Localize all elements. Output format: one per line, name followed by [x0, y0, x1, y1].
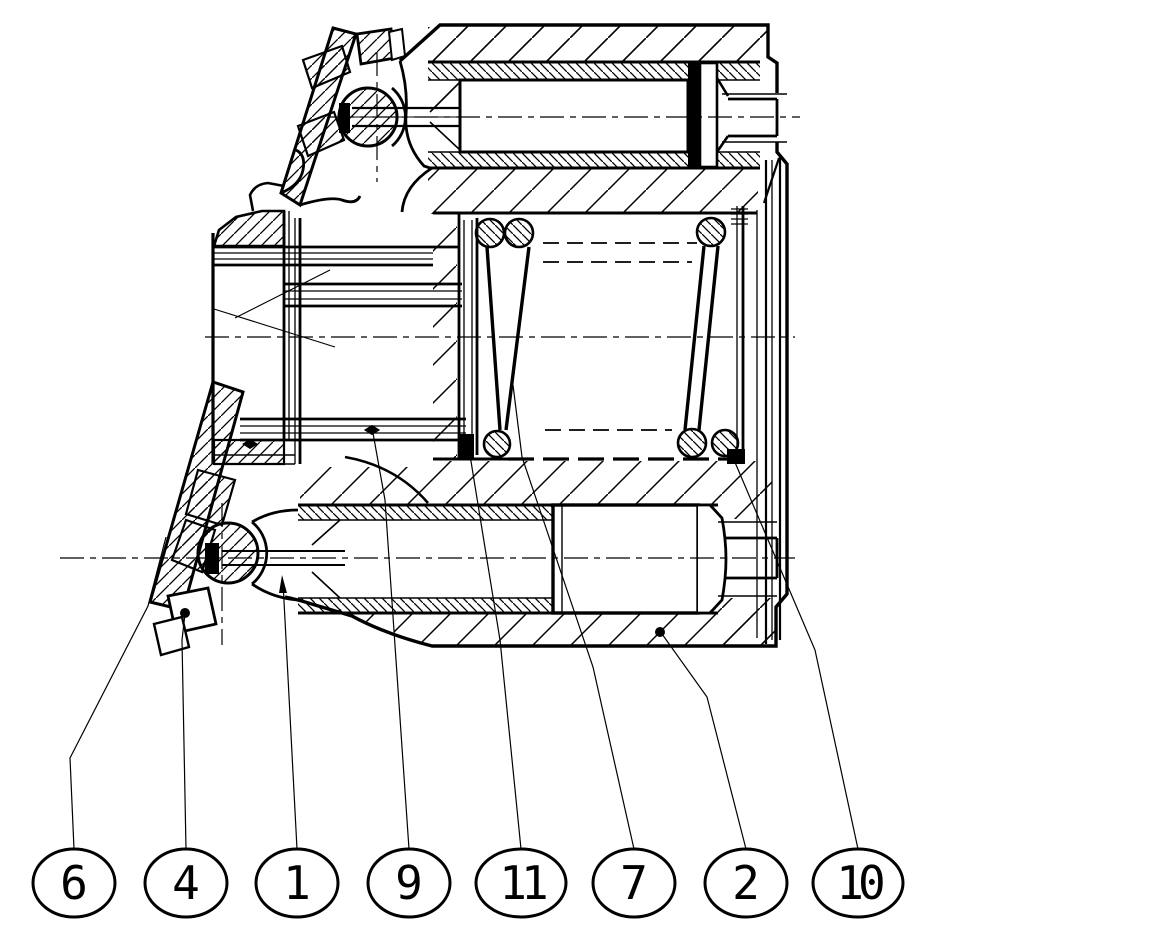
balloon-7: [591, 847, 677, 919]
centerlines: [60, 52, 800, 645]
balloon-number-6: 6: [60, 856, 88, 910]
callout-6: 6: [31, 536, 167, 919]
lower-piston-assembly: [205, 503, 779, 615]
leader-pin-9: [364, 425, 380, 435]
cylinder-block: [211, 181, 466, 466]
callout-9: 9: [364, 425, 452, 919]
balloon-number-9: 9: [395, 856, 423, 910]
top-piston-assembly: [339, 61, 787, 169]
leader-line-6: [69, 536, 167, 850]
leader-arrow-1: [279, 575, 287, 593]
balloon-number-4: 4: [172, 856, 200, 910]
balloon-10: [811, 847, 905, 919]
balloon-1: [254, 847, 340, 919]
callout-1: 1: [254, 575, 340, 919]
balloon-2: [703, 847, 789, 919]
callout-11: 11: [468, 448, 568, 919]
leader-line-1: [282, 581, 298, 850]
callout-2: 2: [655, 627, 789, 919]
balloon-9: [366, 847, 452, 919]
leader-dot-2: [655, 627, 665, 637]
callout-10: 10: [733, 459, 905, 919]
callout-4: 4: [143, 608, 229, 919]
balloon-number-11: 11: [499, 856, 546, 910]
balloon-6: [31, 847, 117, 919]
balloon-4: [143, 847, 229, 919]
leader-line-10: [733, 459, 859, 850]
balloon-number-10: 10: [836, 856, 883, 910]
callout-7: 7: [512, 384, 677, 919]
leader-line-7: [512, 384, 635, 850]
spring-assembly: [433, 206, 757, 464]
callouts-layer: 6 4 1 9 11 7 2 10: [31, 384, 905, 919]
swash-plate-assembly: [148, 26, 407, 657]
leader-line-11: [468, 448, 522, 850]
housing-outline: [284, 23, 789, 648]
balloon-number-1: 1: [283, 856, 311, 910]
balloon-number-2: 2: [732, 856, 760, 910]
leader-line-4: [181, 613, 187, 850]
balloon-11: [474, 847, 568, 919]
balloon-number-7: 7: [620, 856, 648, 910]
leader-line-9: [372, 432, 410, 850]
leader-line-2: [661, 633, 747, 850]
leader-dot-4: [180, 608, 190, 618]
